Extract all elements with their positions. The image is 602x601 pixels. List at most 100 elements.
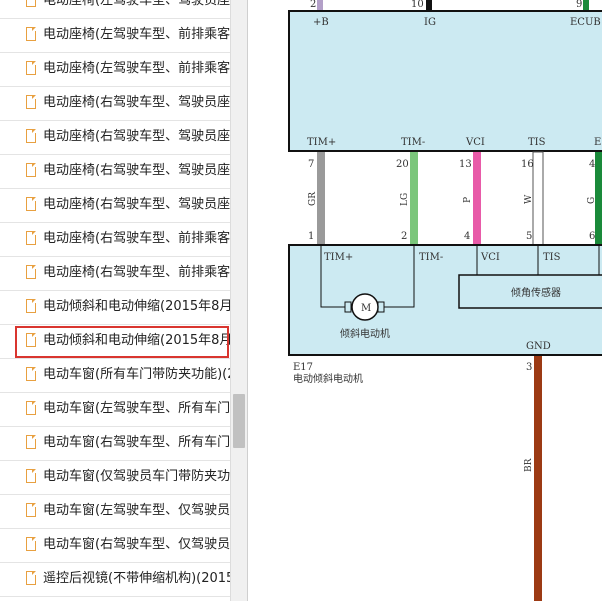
- document-icon: [26, 129, 36, 143]
- document-icon: [26, 333, 36, 347]
- motor-symbol: M: [361, 303, 371, 314]
- document-icon: [26, 265, 36, 279]
- tree-item-label: 电动座椅(右驾驶车型、前排乘客: [43, 231, 230, 246]
- document-icon: [26, 231, 36, 245]
- tree-item[interactable]: 电动车窗(左驾驶车型、仅驾驶员: [0, 495, 230, 529]
- gnd-label: GND: [526, 341, 551, 352]
- ecu-box: [288, 10, 602, 152]
- document-icon: [26, 401, 36, 415]
- top-pin-left: 2: [310, 0, 316, 10]
- pin-top-3: 13: [459, 159, 472, 170]
- tree-item-label: 电动座椅(左驾驶车型、前排乘客: [43, 61, 230, 76]
- pin-top-1: 7: [308, 159, 314, 170]
- document-icon: [26, 197, 36, 211]
- tree-item[interactable]: 电动座椅(右驾驶车型、驾驶员座: [0, 155, 230, 189]
- document-icon: [26, 299, 36, 313]
- tree-item[interactable]: 电动车窗(仅驾驶员车门带防夹功: [0, 461, 230, 495]
- document-icon: [26, 95, 36, 109]
- tree-item-label: 电动车窗(右驾驶车型、仅驾驶员: [43, 537, 230, 552]
- tree-item[interactable]: 电动倾斜和电动伸缩(2015年8月: [0, 291, 230, 325]
- tree-item[interactable]: 电动座椅(右驾驶车型、驾驶员座: [0, 189, 230, 223]
- tree-item-label: 电动座椅(右驾驶车型、前排乘客: [43, 265, 230, 280]
- pin-top-5: 4: [589, 159, 595, 170]
- wire-w: [532, 151, 544, 246]
- tree-item[interactable]: 电动座椅(右驾驶车型、前排乘客: [0, 223, 230, 257]
- tree-item-label: 遥控后视镜(不带伸缩机构)(2015: [43, 571, 230, 586]
- tree-item[interactable]: 电动车窗(左驾驶车型、所有车门: [0, 393, 230, 427]
- tree-item[interactable]: 遥控后视镜(不带伸缩机构)(2015: [0, 563, 230, 597]
- document-icon: [26, 503, 36, 517]
- document-icon: [26, 61, 36, 75]
- tree-item[interactable]: 电动座椅(左驾驶车型、前排乘客: [0, 53, 230, 87]
- connector-wires: [317, 151, 602, 246]
- tree-item-label: 电动车窗(仅驾驶员车门带防夹功: [43, 469, 230, 484]
- tree-item-label: 电动车窗(所有车门带防夹功能)(2: [43, 367, 230, 382]
- tree-item[interactable]: 电动座椅(右驾驶车型、驾驶员座: [0, 121, 230, 155]
- ground-wire-code: BR: [524, 458, 534, 472]
- tree-item-label: 电动座椅(左驾驶车型、前排乘客: [43, 27, 230, 42]
- document-icon: [26, 27, 36, 41]
- ecu-label-tim-minus: TIM-: [401, 137, 425, 148]
- motor-label-tim-minus: TIM-: [419, 252, 443, 263]
- ecu-label-vci: VCI: [465, 137, 485, 148]
- document-icon: [26, 537, 36, 551]
- document-icon: [26, 469, 36, 483]
- tree-item-label: 电动座椅(右驾驶车型、驾驶员座: [43, 163, 230, 178]
- motor-label-tis: TIS: [543, 252, 561, 263]
- tree-item-label: 电动倾斜和电动伸缩(2015年8月: [43, 333, 230, 348]
- document-icon: [26, 571, 36, 585]
- ground-pin: 3: [526, 362, 532, 373]
- ecu-label-b: +B: [313, 17, 329, 28]
- ecu-label-e: E1: [594, 137, 602, 148]
- tree-item-label: 电动座椅(右驾驶车型、驾驶员座: [43, 197, 230, 212]
- sensor-name: 倾角传感器: [511, 286, 561, 299]
- wire-code-1: GR: [308, 192, 318, 206]
- motor-icon: [351, 293, 379, 321]
- document-icon: [26, 163, 36, 177]
- wire-code-4: W: [524, 194, 534, 204]
- pin-bottom-1: 1: [308, 231, 314, 242]
- component-name: 电动倾斜电动机: [293, 372, 363, 385]
- document-tree: 电动座椅(左驾驶车型、驾驶员座电动座椅(左驾驶车型、前排乘客电动座椅(左驾驶车型…: [0, 0, 230, 601]
- wire-code-2: LG: [400, 193, 410, 206]
- tree-item-label: 电动倾斜和电动伸缩(2015年8月: [43, 299, 230, 314]
- motor-label-vci: VCI: [480, 252, 500, 263]
- top-pin-middle: 10: [411, 0, 424, 10]
- selection-highlight: [15, 326, 229, 358]
- ecu-label-ig: IG: [424, 17, 436, 28]
- tree-item-label: 电动车窗(左驾驶车型、仅驾驶员: [43, 503, 230, 518]
- tree-item-label: 电动车窗(右驾驶车型、所有车门: [43, 435, 230, 450]
- pin-bottom-2: 2: [401, 231, 407, 242]
- pin-top-4: 16: [521, 159, 534, 170]
- document-icon: [26, 0, 36, 7]
- pin-bottom-3: 4: [464, 231, 470, 242]
- document-icon: [26, 367, 36, 381]
- tree-item-selected[interactable]: 电动倾斜和电动伸缩(2015年8月: [0, 325, 230, 359]
- tree-item[interactable]: 电动车窗(所有车门带防夹功能)(2: [0, 359, 230, 393]
- pin-bottom-4: 5: [526, 231, 532, 242]
- pin-bottom-5: 6: [589, 231, 595, 242]
- tree-item[interactable]: 电动车窗(右驾驶车型、仅驾驶员: [0, 529, 230, 563]
- motor-label-tim-plus: TIM+: [324, 252, 353, 263]
- tree-item[interactable]: 电动车窗(右驾驶车型、所有车门: [0, 427, 230, 461]
- ecu-label-tim-plus: TIM+: [307, 137, 336, 148]
- nav-scrollbar-thumb[interactable]: [233, 394, 245, 448]
- top-pin-right: 9: [576, 0, 582, 10]
- ecu-label-ecub: ECUB: [570, 17, 601, 28]
- tree-item-label: 电动座椅(左驾驶车型、驾驶员座: [43, 0, 230, 8]
- wiring-diagram-pane: 2 10 9 +B IG ECUB TIM+ TIM- VCI TIS E1 7…: [247, 0, 602, 601]
- wiring-diagram: 2 10 9 +B IG ECUB TIM+ TIM- VCI TIS E1 7…: [288, 0, 602, 601]
- tree-item[interactable]: 电动座椅(右驾驶车型、驾驶员座: [0, 87, 230, 121]
- wire-code-5: G: [587, 197, 597, 204]
- pin-top-2: 20: [396, 159, 409, 170]
- ecu-label-tis: TIS: [528, 137, 546, 148]
- tree-item[interactable]: 电动座椅(左驾驶车型、驾驶员座: [0, 0, 230, 19]
- wire-code-3: P: [463, 197, 473, 203]
- tree-item-label: 电动座椅(右驾驶车型、驾驶员座: [43, 95, 230, 110]
- tree-item[interactable]: 电动座椅(右驾驶车型、前排乘客: [0, 257, 230, 291]
- tree-item[interactable]: 电动座椅(左驾驶车型、前排乘客: [0, 19, 230, 53]
- nav-scrollbar[interactable]: [230, 0, 247, 601]
- tilt-sensor-box: [458, 274, 602, 309]
- tree-item-label: 电动车窗(左驾驶车型、所有车门: [43, 401, 230, 416]
- document-icon: [26, 435, 36, 449]
